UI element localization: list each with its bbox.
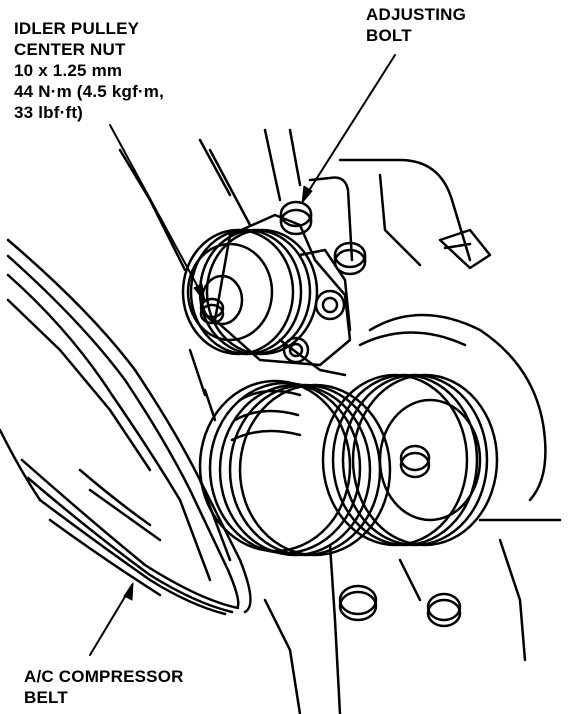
callout-line: BELT bbox=[24, 688, 68, 707]
idler-pulley bbox=[181, 228, 319, 356]
leader-arrowheads bbox=[123, 185, 313, 601]
arrow-adjusting-bolt bbox=[301, 185, 313, 204]
bracket-nut-right bbox=[333, 241, 367, 276]
callout-line: 44 N·m (4.5 kgf·m, bbox=[14, 82, 165, 101]
callout-line: IDLER PULLEY bbox=[14, 19, 140, 38]
arrow-idler-nut bbox=[193, 283, 206, 303]
callout-line: CENTER NUT bbox=[14, 40, 126, 59]
callout-line: 33 lbf·ft) bbox=[14, 103, 84, 122]
ac-belt-callout: A/C COMPRESSOR BELT bbox=[24, 666, 184, 708]
ac-compressor-belt bbox=[0, 238, 252, 616]
leader-adjusting-bolt bbox=[302, 54, 396, 201]
callout-line: A/C COMPRESSOR bbox=[24, 667, 184, 686]
leader-idler-nut bbox=[109, 124, 206, 301]
callout-line: BOLT bbox=[366, 26, 412, 45]
idler-pulley-nut-callout: IDLER PULLEY CENTER NUT 10 x 1.25 mm 44 … bbox=[14, 18, 164, 123]
callout-line: ADJUSTING bbox=[366, 5, 467, 24]
drive-pulley-left bbox=[198, 379, 392, 557]
callout-line: 10 x 1.25 mm bbox=[14, 61, 123, 80]
adjusting-bolt-callout: ADJUSTING BOLT bbox=[366, 4, 466, 46]
adjusting-bolt bbox=[279, 200, 313, 236]
compressor-pulley bbox=[321, 373, 499, 547]
lower-bolt-heads bbox=[338, 584, 462, 628]
arrow-belt bbox=[123, 582, 134, 601]
